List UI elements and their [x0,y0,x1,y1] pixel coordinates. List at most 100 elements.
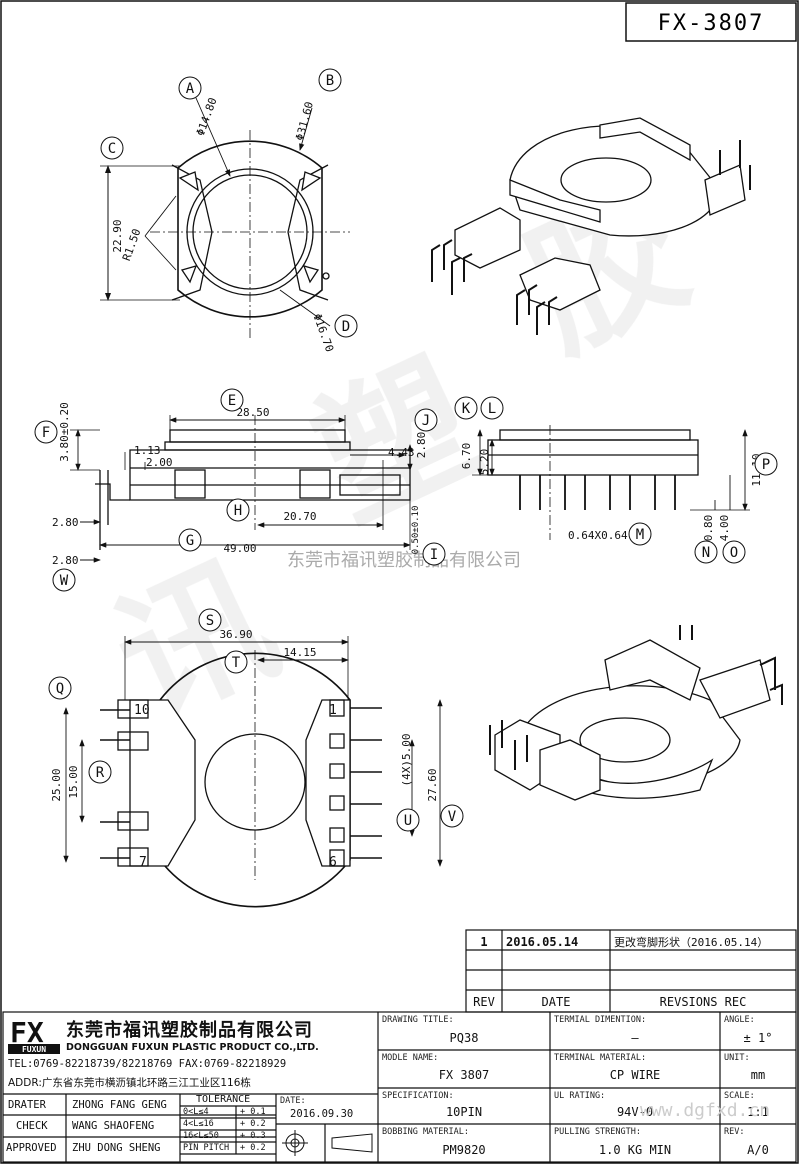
svg-text:U: U [404,813,412,829]
rev-header-date: DATE [542,995,571,1009]
bobbin-value: PM9820 [442,1143,486,1157]
terminal-dim-value: — [631,1031,639,1045]
pulling-strength-label: PULLING STRENGTH: [554,1127,641,1137]
balloon-o: O [722,540,746,564]
site-watermark: www.dgfxd.cn [640,1100,771,1121]
svg-text:M: M [636,527,644,543]
rev-value: A/0 [747,1143,769,1157]
balloon-v: V [440,804,464,828]
dim-b-value: Φ31.60 [293,100,316,142]
isometric-view-top [431,117,751,335]
dim-v-value: 27.60 [426,768,439,801]
spec-value: 10PIN [445,1105,483,1119]
approved-label: APPROVED [6,1142,57,1154]
svg-text:A: A [186,81,195,97]
balloon-m: M [628,522,652,546]
svg-text:E: E [228,393,236,409]
pin-6-label: 6 [329,855,337,870]
rev-row-1-rec: 更改弯脚形状（2016.05.14） [614,935,768,949]
drawing-title-value: PQ38 [449,1031,479,1045]
balloon-t: T [224,650,248,674]
dim-m-value: 0.64X0.64 [568,529,628,542]
date-label: DATE: [280,1096,306,1106]
tol-value-2: + 0.2 [240,1119,266,1129]
dim-2070-value: 20.70 [283,510,316,523]
dim-f-value: 3.80±0.20 [58,402,71,462]
balloon-n: N [694,540,718,564]
balloon-b: B [318,68,342,92]
svg-text:P: P [762,457,770,473]
pin-10-label: 10 [134,703,150,718]
svg-text:S: S [206,613,214,629]
scale-value: 1:1 [747,1105,769,1119]
dim-200-value: 2.00 [146,456,173,469]
company-tel-fax: TEL:0769-82218739/82218769 FAX:0769-8221… [8,1058,287,1070]
balloon-c: C [100,136,124,160]
dim-o-value: 4.00 [718,515,731,542]
drawing-title-label: DRAWING TITLE: [382,1015,454,1025]
dim-280a-value: 2.80 [52,516,79,529]
dim-u-value: (4X)5.00 [400,734,413,787]
dim-15-value: 15.00 [67,765,80,798]
balloon-e: E [220,388,244,412]
svg-text:N: N [702,545,710,561]
svg-text:O: O [730,545,738,561]
svg-text:I: I [430,547,438,563]
dim-25-value: 25.00 [50,768,63,801]
drater-value: ZHONG FANG GENG [72,1099,167,1111]
balloons: A B C D E F G H I J K L M N O P Q R S T … [34,68,778,832]
balloon-f: F [34,420,58,444]
top-view [100,97,350,340]
svg-text:D: D [342,319,350,335]
tolerance-label: TOLERANCE [196,1094,251,1105]
logo: FX [10,1016,44,1049]
balloon-p: P [754,452,778,476]
rev-row-1-rev: 1 [480,935,487,949]
pin-7-label: 7 [139,855,147,870]
svg-text:V: V [448,809,457,825]
ul-rating-value: 94V-0 [616,1105,654,1119]
terminal-material-label: TERMINAL MATERIAL: [554,1053,647,1063]
svg-text:J: J [422,413,430,429]
terminal-dim-label: TERMIAL DIMENTION: [554,1015,647,1025]
terminal-material-value: CP WIRE [609,1068,661,1082]
rev-header-rec: REVSIONS REC [660,995,747,1009]
dim-e-value: 28.50 [236,406,269,419]
tol-value-4: + 0.2 [240,1143,266,1153]
drawing-number-box [625,2,797,42]
model-value: FX 3807 [438,1068,490,1082]
svg-text:C: C [108,141,116,157]
svg-text:L: L [488,401,496,417]
svg-text:Q: Q [56,681,64,697]
dim-k-value: 6.70 [460,443,473,470]
bottom-view [63,636,443,908]
unit-value: mm [750,1068,766,1082]
dim-443-value: 4.43 [388,446,415,459]
tol-range-3: 16<L≤50 [183,1131,219,1141]
front-view [70,415,413,563]
balloon-i: I [422,542,446,566]
dim-280b-value: 2.80 [52,554,79,567]
company-name-cn: 东莞市福讯塑胶制品有限公司 [66,1020,313,1041]
balloon-k: K [454,396,478,420]
drater-label: DRATER [8,1099,46,1111]
svg-text:F: F [42,425,50,441]
balloon-a: A [178,76,202,100]
logo-sub: FUXUN [22,1045,46,1054]
balloon-d: D [334,314,358,338]
drawing-number: FX-3807 [658,11,765,36]
dim-l-value: 5.20 [478,449,491,476]
projection-symbol-icon [282,1130,373,1156]
balloon-l: L [480,396,504,420]
balloon-s: S [198,608,222,632]
svg-text:K: K [462,401,471,417]
dim-j-value: 2.80 [415,432,428,459]
tol-value-1: + 0.1 [240,1107,266,1117]
angle-label: ANGLE: [724,1015,755,1025]
svg-text:W: W [60,573,69,589]
company-name-en: DONGGUAN FUXUN PLASTIC PRODUCT CO.,LTD. [66,1042,319,1053]
tol-range-2: 4<L≤16 [183,1119,214,1129]
unit-label: UNIT: [724,1053,750,1063]
